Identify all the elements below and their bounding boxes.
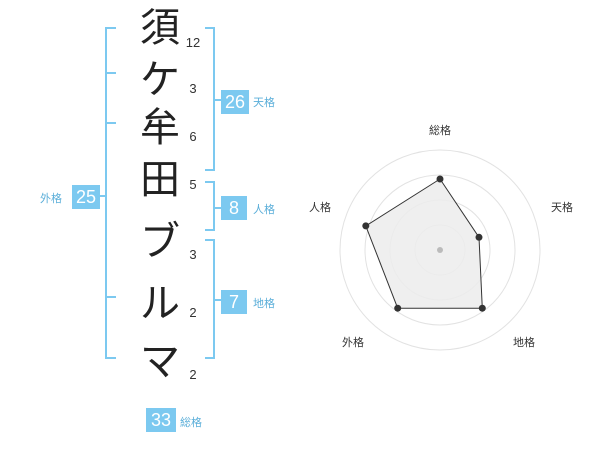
- name-char-5: ブ: [140, 219, 180, 265]
- jin-badge: 8: [221, 196, 247, 220]
- radar-points: [362, 175, 486, 312]
- stroke-count-4: 5: [189, 177, 197, 192]
- jin-label: 人格: [253, 203, 275, 216]
- radar-polygon: [365, 178, 483, 309]
- radar-label-ten: 天格: [551, 201, 573, 214]
- name-char-1: 須: [140, 5, 180, 51]
- stroke-count-3: 6: [189, 129, 197, 144]
- radar-label-gai: 外格: [342, 336, 364, 349]
- radar-point-3: [394, 304, 402, 312]
- name-char-6: ル: [140, 281, 180, 327]
- chi-badge: 7: [221, 290, 247, 314]
- stroke-count-1: 12: [185, 35, 201, 50]
- radar-point-1: [475, 233, 483, 241]
- ten-badge: 26: [221, 90, 249, 114]
- name-char-3: 牟: [140, 105, 180, 151]
- name-char-2: ケ: [140, 57, 180, 103]
- stroke-count-6: 2: [189, 305, 197, 320]
- name-char-7: マ: [140, 339, 180, 385]
- stroke-count-7: 2: [189, 367, 197, 382]
- radar-label-sou: 総格: [429, 124, 451, 137]
- ten-label: 天格: [253, 96, 275, 109]
- sou-label: 総格: [180, 416, 202, 429]
- stroke-count-5: 3: [189, 247, 197, 262]
- radar-point-4: [362, 222, 370, 230]
- stroke-count-2: 3: [189, 81, 197, 96]
- chi-label: 地格: [253, 297, 275, 310]
- sou-badge: 33: [146, 408, 176, 432]
- radar-ring: [339, 149, 541, 351]
- radar-label-chi: 地格: [513, 336, 535, 349]
- jin-bracket: [205, 181, 215, 231]
- gai-bracket: [105, 27, 116, 359]
- gai-badge: 25: [72, 185, 100, 209]
- radar-ring: [364, 174, 516, 326]
- name-char-4: 田: [140, 157, 180, 203]
- radar-label-jin: 人格: [309, 201, 331, 214]
- gai-label: 外格: [40, 192, 62, 205]
- radar-point-0: [436, 175, 444, 183]
- radar-center-dot: [437, 247, 443, 253]
- radar-point-2: [478, 304, 486, 312]
